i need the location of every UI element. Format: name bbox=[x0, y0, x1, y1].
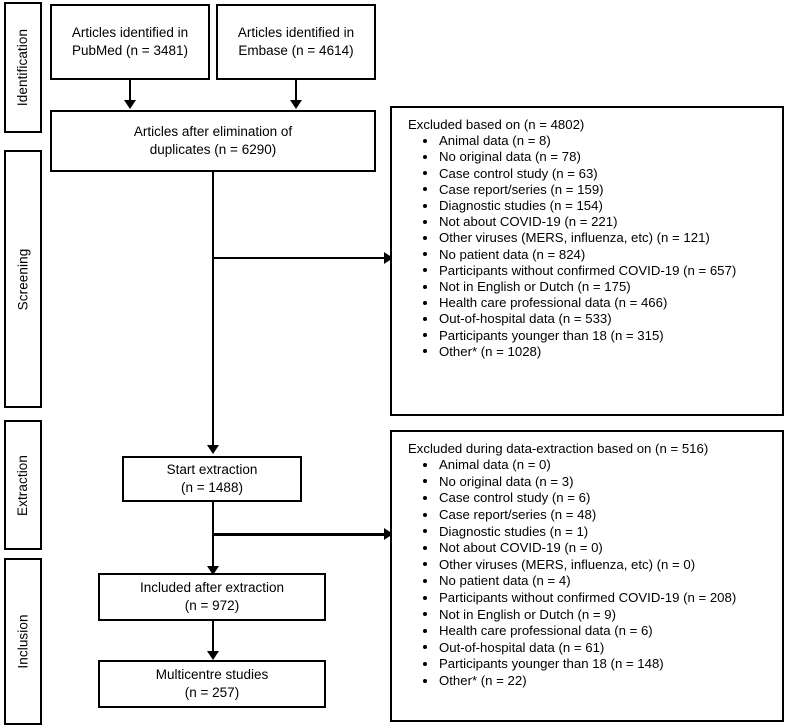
stage-label-screening: Screening bbox=[4, 150, 42, 408]
connector-embase-to-dedup bbox=[294, 80, 297, 102]
arrowhead-to-excluded-screening bbox=[384, 251, 393, 264]
list-item: Diagnostic studies (n = 1) bbox=[420, 524, 776, 538]
list-item: Case report/series (n = 159) bbox=[420, 183, 776, 196]
connector-to-excluded-extraction bbox=[211, 533, 389, 536]
list-item: Not in English or Dutch (n = 175) bbox=[420, 280, 776, 293]
box-embase-identified: Articles identified in Embase (n = 4614) bbox=[216, 4, 376, 80]
list-item: Out-of-hospital data (n = 61) bbox=[420, 641, 776, 654]
list-item: Participants without confirmed COVID-19 … bbox=[420, 264, 776, 277]
panel-excluded-extraction-header: Excluded during data-extraction based on… bbox=[408, 441, 709, 456]
stage-label-inclusion: Inclusion bbox=[4, 558, 42, 725]
list-item: Case report/series (n = 48) bbox=[420, 508, 776, 521]
list-item: Animal data (n = 8) bbox=[420, 134, 776, 147]
box-pubmed-identified: Articles identified in PubMed (n = 3481) bbox=[50, 4, 210, 80]
arrowhead-dedup-to-start-extraction bbox=[206, 445, 219, 454]
box-start-extraction: Start extraction (n = 1488) bbox=[122, 456, 302, 502]
arrowhead-pubmed-to-dedup bbox=[123, 100, 136, 109]
list-item: Health care professional data (n = 6) bbox=[420, 624, 776, 637]
box-multicentre-line1: Multicentre studies bbox=[155, 667, 269, 683]
box-multicentre-studies: Multicentre studies (n = 257) bbox=[98, 660, 326, 708]
list-item: Animal data (n = 0) bbox=[420, 458, 776, 471]
box-embase-line1: Articles identified in bbox=[237, 25, 355, 41]
stage-label-extraction: Extraction bbox=[4, 420, 42, 550]
list-item: Other* (n = 22) bbox=[420, 674, 776, 687]
box-dedup-line2: duplicates (n = 6290) bbox=[149, 142, 277, 157]
list-item: Participants without confirmed COVID-19 … bbox=[420, 591, 776, 604]
box-pubmed-line2: PubMed (n = 3481) bbox=[72, 43, 188, 58]
list-item: Not about COVID-19 (n = 0) bbox=[420, 541, 776, 554]
list-item: Health care professional data (n = 466) bbox=[420, 296, 776, 309]
list-item: No patient data (n = 4) bbox=[420, 574, 776, 588]
arrowhead-embase-to-dedup bbox=[289, 100, 302, 109]
list-item: Out-of-hospital data (n = 533) bbox=[420, 312, 776, 326]
connector-start-to-included bbox=[211, 502, 214, 570]
stage-label-screening-text: Screening bbox=[15, 248, 31, 310]
arrowhead-to-excluded-extraction bbox=[384, 528, 393, 540]
stage-label-extraction-text: Extraction bbox=[15, 454, 31, 516]
connector-pubmed-to-dedup bbox=[128, 80, 131, 102]
list-item: Diagnostic studies (n = 154) bbox=[420, 199, 776, 212]
connector-included-to-multicentre bbox=[211, 621, 214, 655]
box-start-extraction-line2: (n = 1488) bbox=[181, 480, 243, 495]
stage-label-identification-text: Identification bbox=[15, 28, 31, 107]
box-included-line2: (n = 972) bbox=[184, 598, 240, 613]
box-embase-line2: Embase (n = 4614) bbox=[238, 43, 354, 58]
panel-excluded-extraction: Excluded during data-extraction based on… bbox=[390, 430, 784, 722]
list-item: Not about COVID-19 (n = 221) bbox=[420, 215, 776, 228]
box-included-line1: Included after extraction bbox=[139, 580, 285, 596]
connector-to-excluded-screening bbox=[211, 256, 389, 259]
list-item: Other viruses (MERS, influenza, etc) (n … bbox=[420, 558, 776, 571]
arrowhead-start-to-included bbox=[206, 566, 219, 575]
list-item: No original data (n = 78) bbox=[420, 150, 776, 164]
list-item: Case control study (n = 6) bbox=[420, 491, 776, 505]
box-start-extraction-line1: Start extraction bbox=[166, 462, 258, 478]
panel-excluded-screening: Excluded based on (n = 4802) Animal data… bbox=[390, 106, 784, 416]
panel-excluded-screening-header: Excluded based on (n = 4802) bbox=[408, 117, 585, 132]
box-included-after-extraction: Included after extraction (n = 972) bbox=[98, 573, 326, 621]
list-item: Other viruses (MERS, influenza, etc) (n … bbox=[420, 231, 776, 245]
box-multicentre-line2: (n = 257) bbox=[184, 685, 240, 700]
list-item: Other* (n = 1028) bbox=[420, 345, 776, 358]
list-item: Participants younger than 18 (n = 148) bbox=[420, 657, 776, 671]
arrowhead-included-to-multicentre bbox=[206, 651, 219, 660]
list-item: Case control study (n = 63) bbox=[420, 166, 776, 180]
list-item: No original data (n = 3) bbox=[420, 475, 776, 488]
list-item: No patient data (n = 824) bbox=[420, 247, 776, 261]
panel-excluded-screening-list: Animal data (n = 8) No original data (n … bbox=[406, 134, 776, 358]
box-dedup-line1: Articles after elimination of bbox=[133, 124, 293, 140]
box-pubmed-line1: Articles identified in bbox=[71, 25, 189, 41]
list-item: Participants younger than 18 (n = 315) bbox=[420, 328, 776, 342]
stage-label-inclusion-text: Inclusion bbox=[15, 614, 31, 669]
stage-label-identification: Identification bbox=[4, 2, 42, 133]
list-item: Not in English or Dutch (n = 9) bbox=[420, 607, 776, 621]
box-dedup: Articles after elimination of duplicates… bbox=[50, 110, 376, 172]
panel-excluded-extraction-list: Animal data (n = 0) No original data (n … bbox=[406, 458, 776, 687]
connector-dedup-to-start-extraction bbox=[211, 172, 214, 447]
